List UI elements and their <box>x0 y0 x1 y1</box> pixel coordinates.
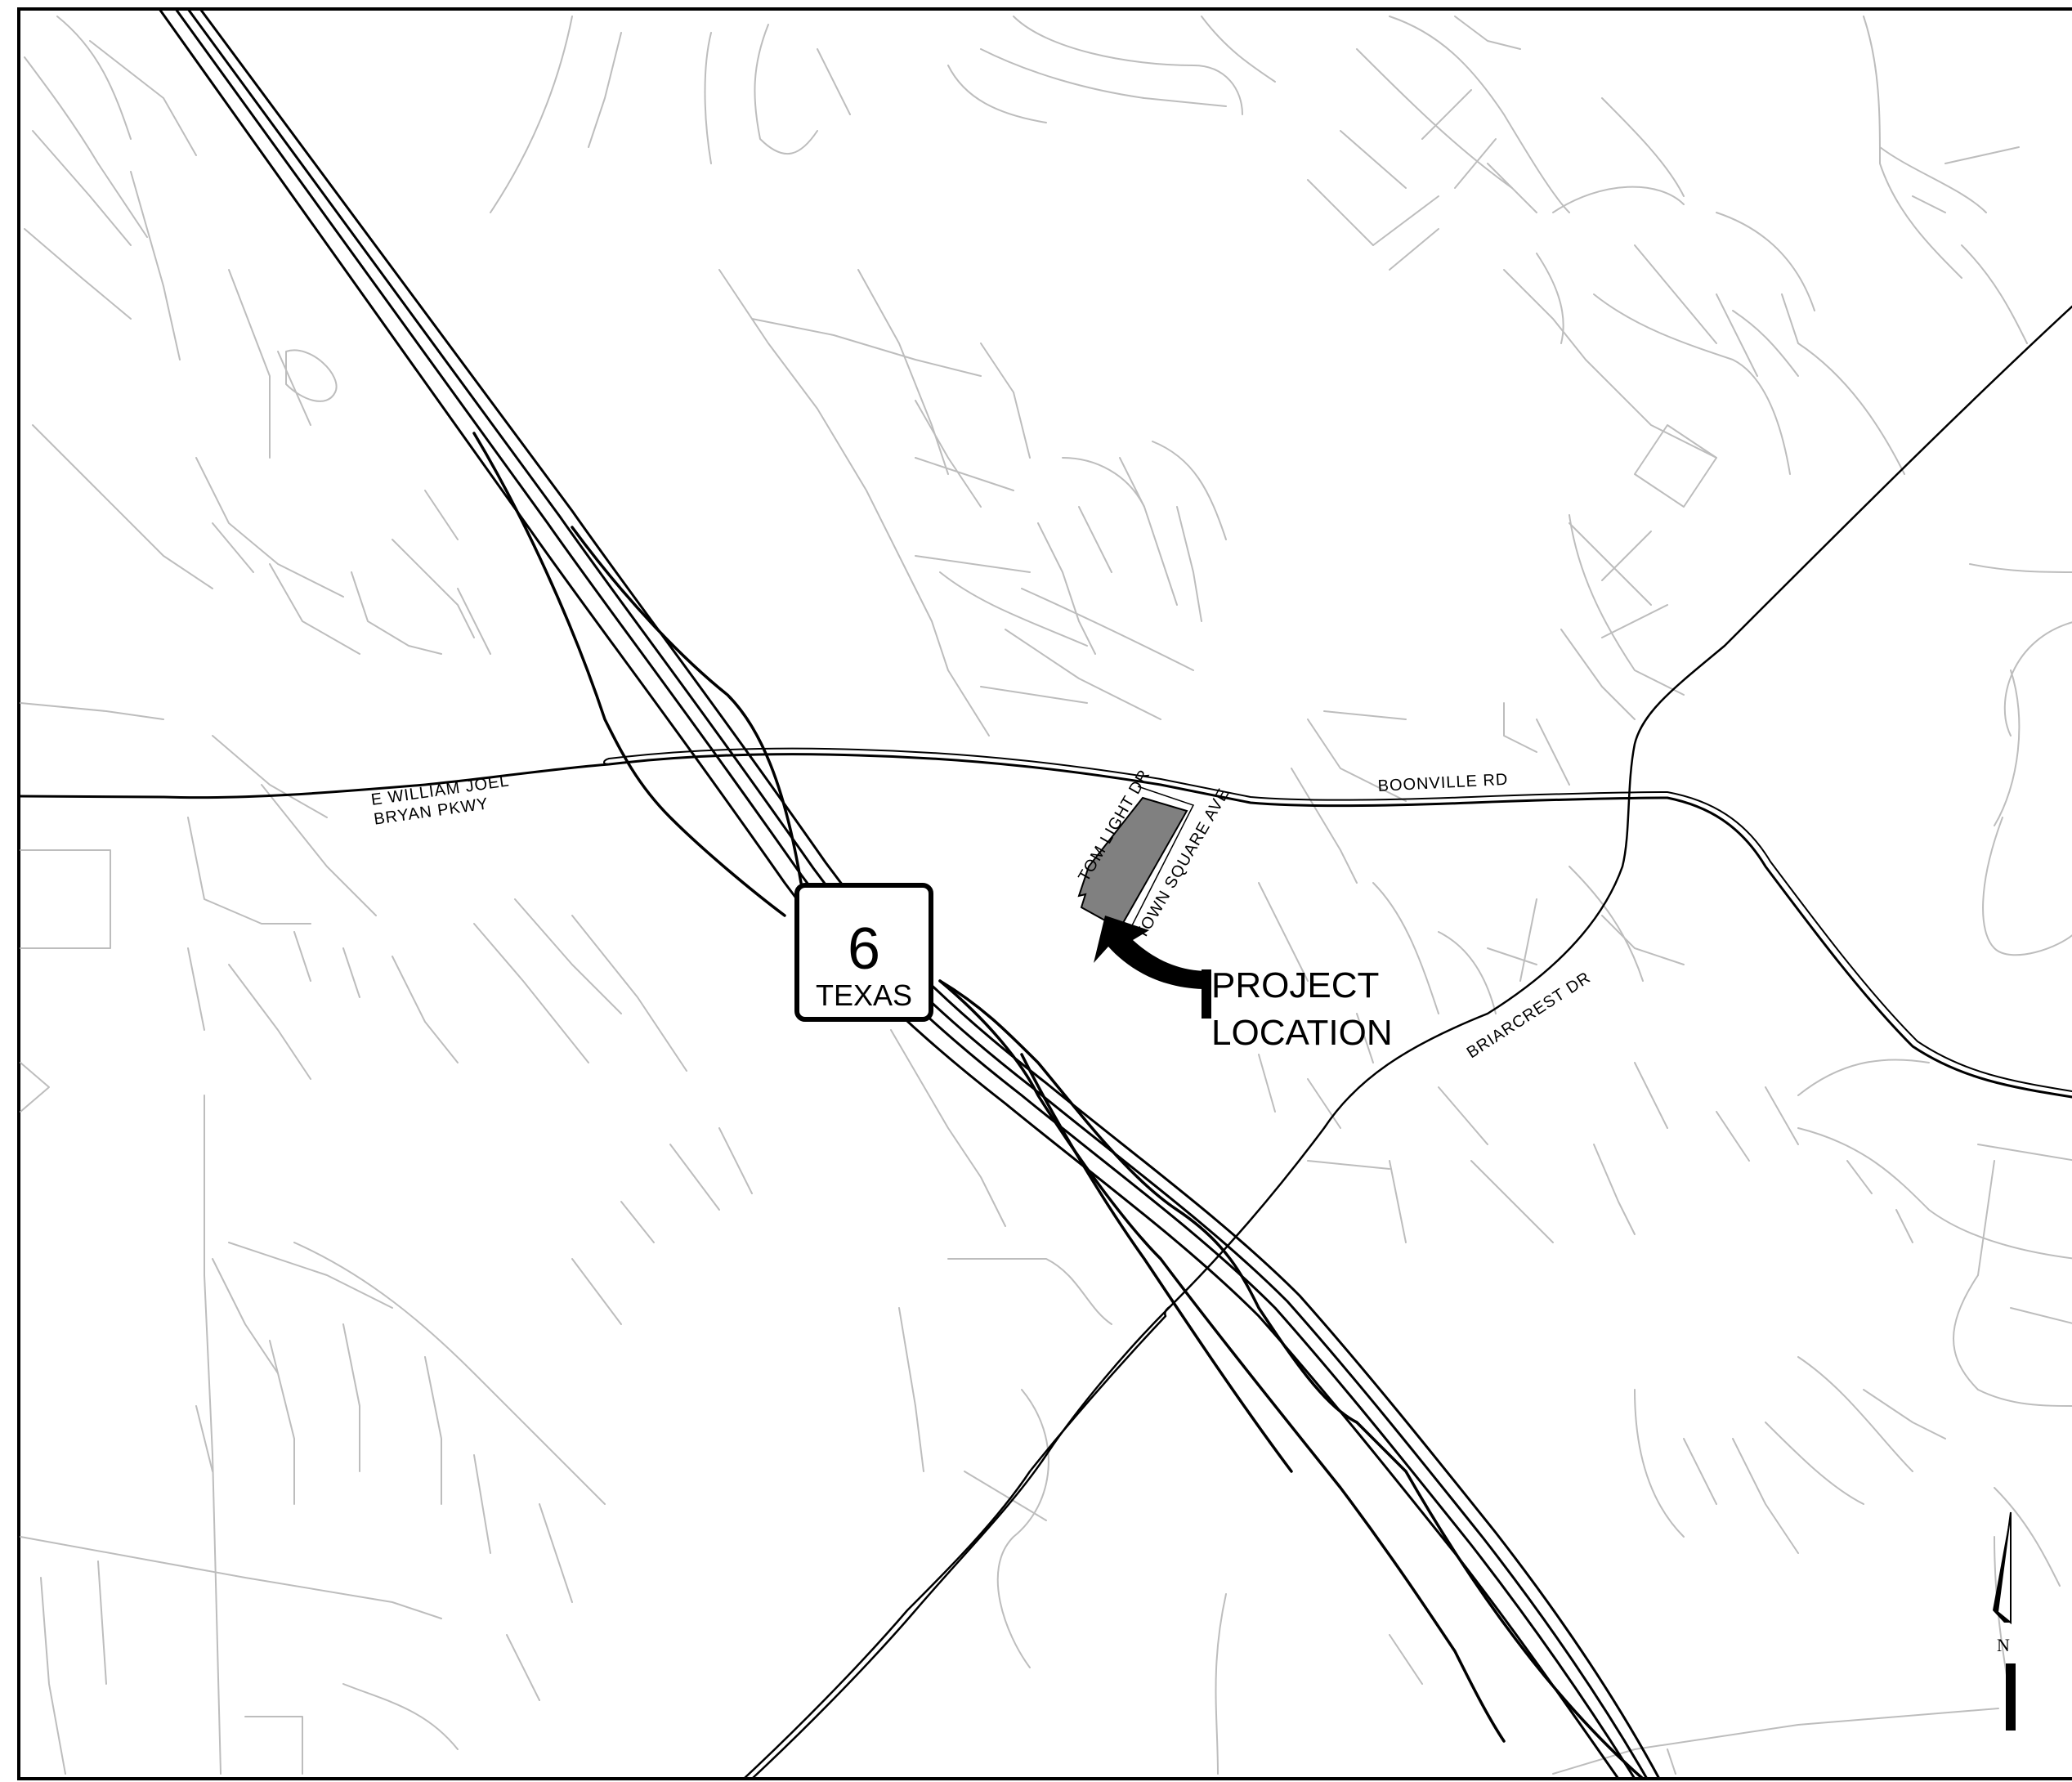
north-arrow: N <box>1993 1511 2016 1731</box>
highway-shield: 6 TEXAS <box>794 883 933 1022</box>
briarcrest-dr <box>742 305 2072 1780</box>
north-label: N <box>1997 1635 2010 1655</box>
project-site-parcel <box>1077 796 1188 930</box>
bryan-pkwy-boonville-rd <box>17 747 2072 1099</box>
shield-number: 6 <box>848 916 880 982</box>
north-arrow-outline <box>1996 1511 2012 1625</box>
shield-state: TEXAS <box>816 978 912 1012</box>
north-arrow-bar <box>2006 1663 2016 1731</box>
shield-frame <box>794 883 933 1022</box>
arrow-tail-bar <box>1202 969 1211 1019</box>
map-frame <box>17 7 2072 1780</box>
project-location-arrow <box>1094 916 1208 989</box>
callout-line1: PROJECT <box>1211 965 1379 1005</box>
callout-line2: LOCATION <box>1211 1013 1393 1053</box>
local-streets <box>20 16 2072 1775</box>
